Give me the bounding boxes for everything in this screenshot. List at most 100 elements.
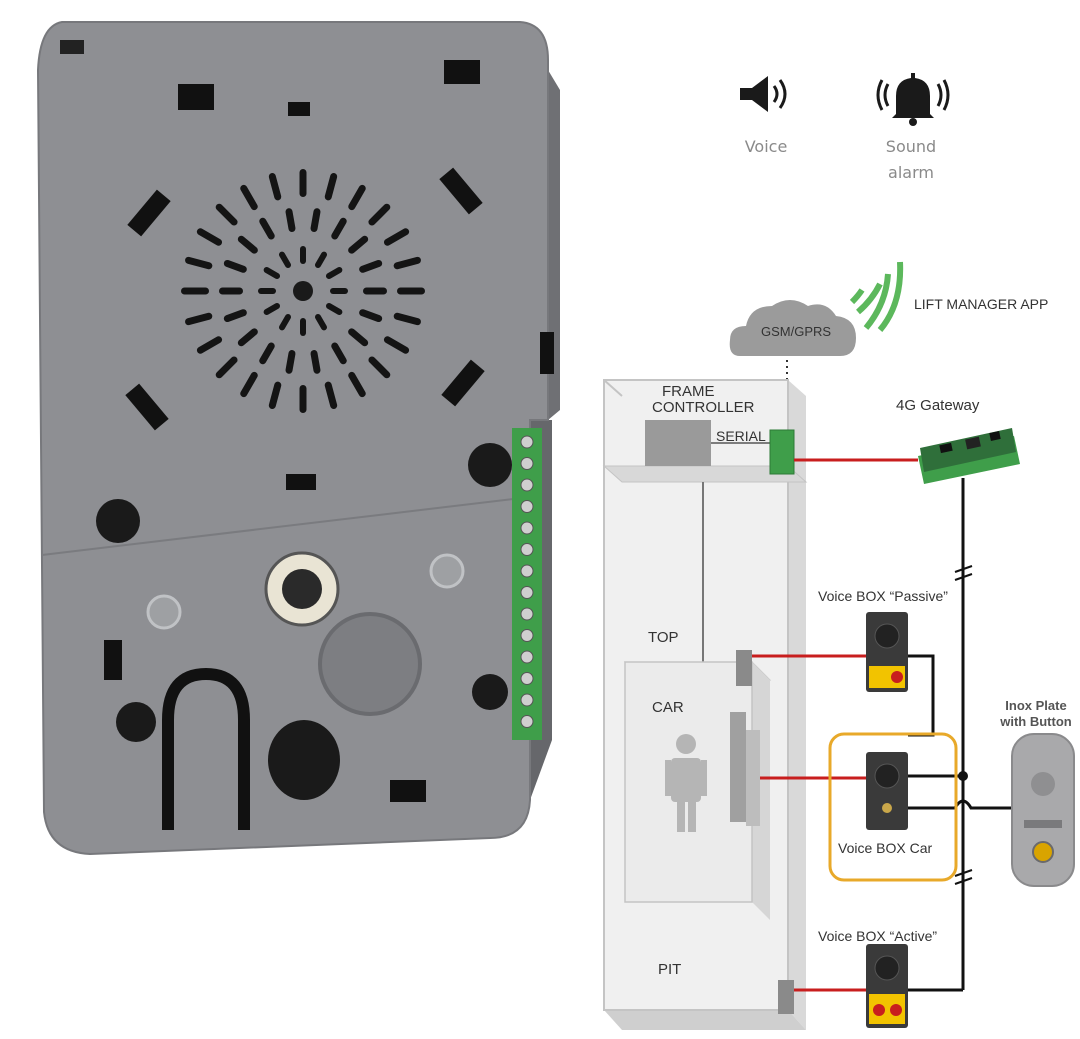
device-seam [41,496,531,556]
wire-passive-car [908,654,935,737]
cable-slot [162,667,250,830]
screw-hole-upper-right [468,443,512,487]
feature-voice-label-line: Voice [744,137,788,156]
terminal-screw [520,564,534,578]
grille-slot [279,313,291,331]
inox-call-button [1032,841,1054,863]
grille-slot [310,350,321,374]
app-label: LIFT MANAGER APP [914,296,1049,312]
grille-slot [185,312,213,326]
grille-slot [268,381,282,409]
grille-slot [240,371,258,398]
wire-break-upper [954,565,973,581]
grille-slot [348,235,369,254]
screw-hole-lower-left [116,702,156,742]
terminal-screw [520,586,534,599]
speaker-icon [740,76,787,112]
terminal-screw [520,607,534,621]
cloud-label: GSM/GPRS [761,324,832,339]
grille-slot [259,342,275,365]
pit-junction-box [778,980,794,1014]
feature-voice-label: Voice [736,134,796,160]
grille-slot [348,371,366,398]
grille-slot [300,246,306,264]
4g-gateway-board [918,428,1020,484]
alarm-bell-icon [876,73,950,126]
serial-label: SERIAL [716,428,766,444]
grille-slot [383,228,410,246]
gateway-label: 4G Gateway [896,397,980,414]
lift-shaft [602,379,808,1030]
terminal-screw [520,478,534,492]
serial-connector [769,429,795,475]
inox-plate-body [1011,733,1075,887]
car-door-panel [730,712,746,822]
feature-voice [740,76,787,112]
grille-center-hole [293,281,313,301]
terminal-screw [520,715,534,728]
terminal-screw [520,457,534,470]
device-body [36,21,549,856]
inox-plate-label: Inox Plate with Button [994,698,1078,730]
grille-slot [383,336,410,354]
grille-slot [300,318,306,336]
speaker-grille [181,169,425,413]
person-icon [665,734,707,832]
grille-slot [331,217,347,240]
terminal-block-body [512,428,542,740]
terminal-screw [520,521,534,535]
shaft-top-label: TOP [648,629,679,646]
terminal-screw [520,650,534,664]
car-label: CAR [652,699,684,716]
grille-slot [325,267,343,279]
grille-slot [263,267,281,279]
grille-slot [215,356,238,379]
feature-sound-alarm [876,73,950,126]
grille-slot [368,203,391,226]
grille-slot [397,287,425,295]
grille-slot [324,381,338,409]
grille-slot [258,288,276,294]
voice-box-passive [866,612,908,692]
grille-slot [223,309,247,323]
grille-slot [285,350,296,374]
grille-slot [263,303,281,315]
bottom-clip [390,780,426,802]
grille-slot [240,184,258,211]
grille-slot [359,259,383,273]
grille-slot [279,251,291,269]
terminal-screw [520,693,534,707]
terminal-screw [520,629,534,642]
pit-label: PIT [658,961,682,978]
wireless-signal-icon [849,261,904,332]
grille-slot [393,256,421,270]
grille-slot [237,328,258,347]
gsm-gprs-cloud [729,300,856,356]
terminal-screw [520,672,534,685]
grille-slot [237,235,258,254]
shaft-edge [603,379,623,397]
grille-slot [310,208,321,232]
grille-slot [219,287,243,295]
box-active-label: Voice BOX “Active” [818,928,938,944]
feature-sound-alarm-label-line-2: alarm [888,163,934,182]
grille-slot-lr [441,359,485,407]
grille-slot [215,203,238,226]
cable-hole [268,720,340,800]
wire-break-lower [954,869,973,885]
inox-plate-with-button [1011,733,1075,887]
inox-grille [1031,772,1055,796]
wire-car-plate [908,799,1012,810]
grille-slot [196,336,223,354]
screw-hole-lower-right [472,674,508,710]
led-left [146,594,182,630]
grille-slot [223,259,247,273]
top-clip-mid [288,102,310,116]
grille-slot [196,228,223,246]
grille-slot [359,309,383,323]
frame-controller-label: FRAME CONTROLLER [652,384,755,416]
grille-slot-ur [439,167,483,215]
side-clip [540,332,554,374]
terminal-screw [520,435,534,449]
grille-slot [181,287,209,295]
